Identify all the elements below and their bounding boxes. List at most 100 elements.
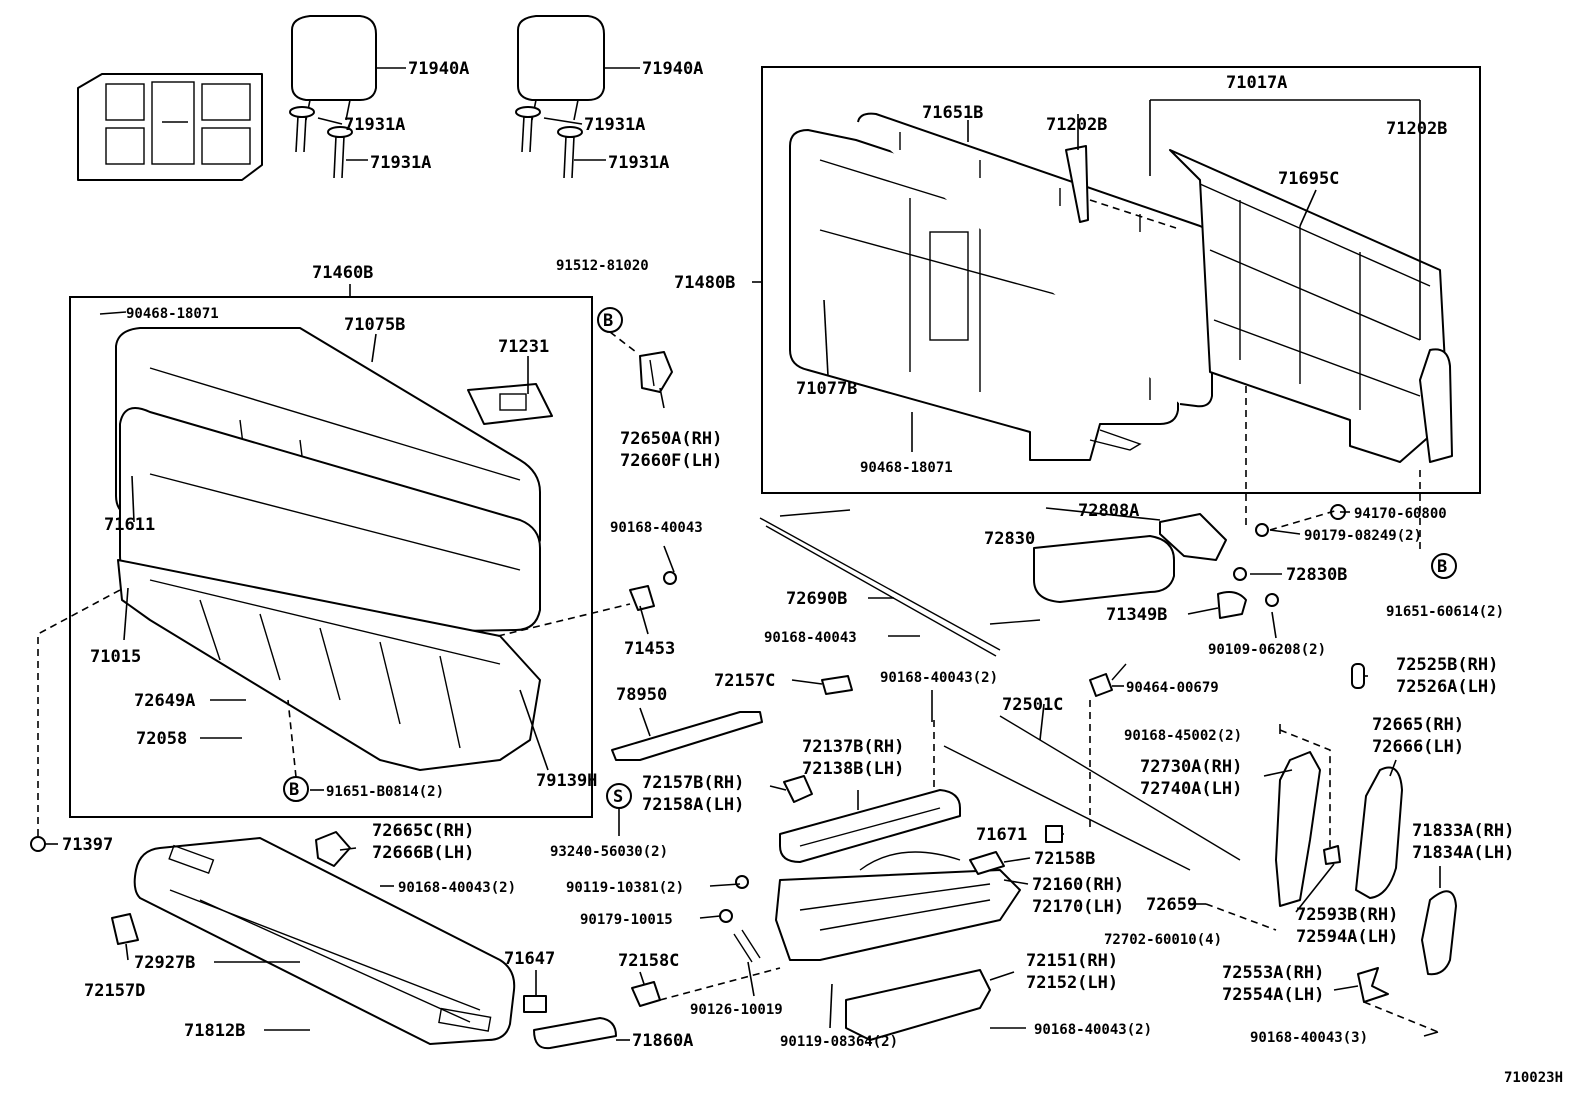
label-72666: 72666(LH) (1372, 737, 1464, 757)
label-71202B-2: 71202B (1386, 119, 1447, 139)
cap-72158C (631, 981, 661, 1007)
label-71812B: 71812B (184, 1021, 245, 1041)
dashed-connectors (37, 199, 1439, 1033)
label-90119-08364: 90119-08364(2) (780, 1034, 898, 1050)
label-72594A: 72594A(LH) (1296, 927, 1398, 947)
clip-71397 (30, 836, 46, 852)
seat-back-frame (1065, 145, 1453, 463)
label-71480B: 71480B (674, 273, 735, 293)
seat-cushion-frame (117, 559, 541, 771)
clip-71671 (1045, 825, 1063, 843)
headrest-right (515, 15, 605, 179)
label-72666B: 72666B(LH) (372, 843, 474, 863)
lever-72553A (1357, 967, 1389, 1003)
label-71231: 71231 (498, 337, 549, 357)
label-72660F: 72660F(LH) (620, 451, 722, 471)
bolt-90126-10019 (733, 929, 761, 963)
leader-lines (45, 67, 1441, 1041)
label-71017A: 71017A (1226, 73, 1287, 93)
label-72730A: 72730A(RH) (1140, 757, 1242, 777)
label-72137B: 72137B(RH) (802, 737, 904, 757)
recliner-72730A (1275, 751, 1321, 907)
cap-72525B (1351, 663, 1365, 689)
label-71015: 71015 (90, 647, 141, 667)
svg-text:S: S (613, 787, 623, 807)
label-72157B: 72157B(RH) (642, 773, 744, 793)
cover-71860A (533, 1017, 617, 1050)
svg-text:B: B (603, 311, 613, 331)
bracket-72808A (1159, 513, 1227, 561)
label-71611: 71611 (104, 515, 155, 535)
label-71397: 71397 (62, 835, 113, 855)
label-72138B: 72138B(LH) (802, 759, 904, 779)
label-72158B: 72158B (1034, 849, 1095, 869)
headrest-left (289, 15, 377, 179)
label-72501C: 72501C (1002, 695, 1063, 715)
label-93240-56030: 93240-56030(2) (550, 844, 668, 860)
marker-s: S (606, 783, 632, 809)
svg-text:B: B (1437, 557, 1447, 577)
clip-72157C (821, 675, 853, 695)
label-71695C: 71695C (1278, 169, 1339, 189)
label-90179-10015: 90179-10015 (580, 912, 673, 928)
label-91512-81020: 91512-81020 (556, 258, 649, 274)
label-72526A: 72526A(LH) (1396, 677, 1498, 697)
bolt-72830B (1233, 523, 1279, 607)
clip-71647 (523, 995, 547, 1013)
cap-72157B (783, 775, 813, 803)
seat-layout-thumbnail (77, 73, 263, 181)
cushion-bracket-71231 (467, 383, 553, 425)
label-71647: 71647 (504, 949, 555, 969)
bracket-71453 (629, 571, 677, 611)
label-71671: 71671 (976, 825, 1027, 845)
label-710023H: 710023H (1504, 1070, 1563, 1086)
label-90119-10381: 90119-10381(2) (566, 880, 684, 896)
svg-text:B: B (289, 780, 299, 800)
label-72927B: 72927B (134, 953, 195, 973)
label-71931A-4: 71931A (608, 153, 669, 173)
label-90464-00679: 90464-00679 (1126, 680, 1219, 696)
label-72554A: 72554A(LH) (1222, 985, 1324, 1005)
striker-72650A (639, 351, 673, 393)
label-71931A-1: 71931A (344, 115, 405, 135)
label-78950: 78950 (616, 685, 667, 705)
label-72830: 72830 (984, 529, 1035, 549)
part-labels: 71940A 71931A 71931A 71940A 71931A 71931… (62, 59, 1563, 1086)
clip-72157D (111, 913, 139, 945)
cover-72137B (779, 789, 961, 863)
label-72740A: 72740A(LH) (1140, 779, 1242, 799)
label-72151: 72151(RH) (1026, 951, 1118, 971)
label-72649A: 72649A (134, 691, 195, 711)
cap-72158B (969, 851, 1005, 875)
label-90168-40043-2c: 90168-40043(2) (1034, 1022, 1152, 1038)
label-90168-40043-a: 90168-40043 (610, 520, 703, 536)
marker-b-right: B (1431, 553, 1457, 579)
cable-end-90464-00679 (1089, 663, 1127, 697)
seat-track-adjuster (775, 851, 1021, 961)
label-72158A: 72158A(LH) (642, 795, 744, 815)
label-90168-40043-2b: 90168-40043(2) (880, 670, 998, 686)
label-72158C: 72158C (618, 951, 679, 971)
label-72152: 72152(LH) (1026, 973, 1118, 993)
label-72525B: 72525B(RH) (1396, 655, 1498, 675)
label-90168-40043-b: 90168-40043 (764, 630, 857, 646)
label-72170: 72170(LH) (1032, 897, 1124, 917)
label-71931A-2: 71931A (370, 153, 431, 173)
label-71349B: 71349B (1106, 605, 1167, 625)
label-71651B: 71651B (922, 103, 983, 123)
label-72157D: 72157D (84, 981, 145, 1001)
marker-b-lower: B (283, 776, 309, 802)
label-91651-B0814: 91651-B0814(2) (326, 784, 444, 800)
label-90468-18071-a: 90468-18071 (126, 306, 219, 322)
marker-b-upper: B (597, 307, 623, 333)
cover-71833A (1421, 890, 1457, 976)
label-79139H: 79139H (536, 771, 597, 791)
label-71940A-2: 71940A (642, 59, 703, 79)
label-72665C: 72665C(RH) (372, 821, 474, 841)
label-71077B: 71077B (796, 379, 857, 399)
cover-72665 (1355, 766, 1403, 899)
label-72830B: 72830B (1286, 565, 1347, 585)
armrest-72830 (1033, 535, 1175, 603)
label-90179-08249: 90179-08249(2) (1304, 528, 1422, 544)
